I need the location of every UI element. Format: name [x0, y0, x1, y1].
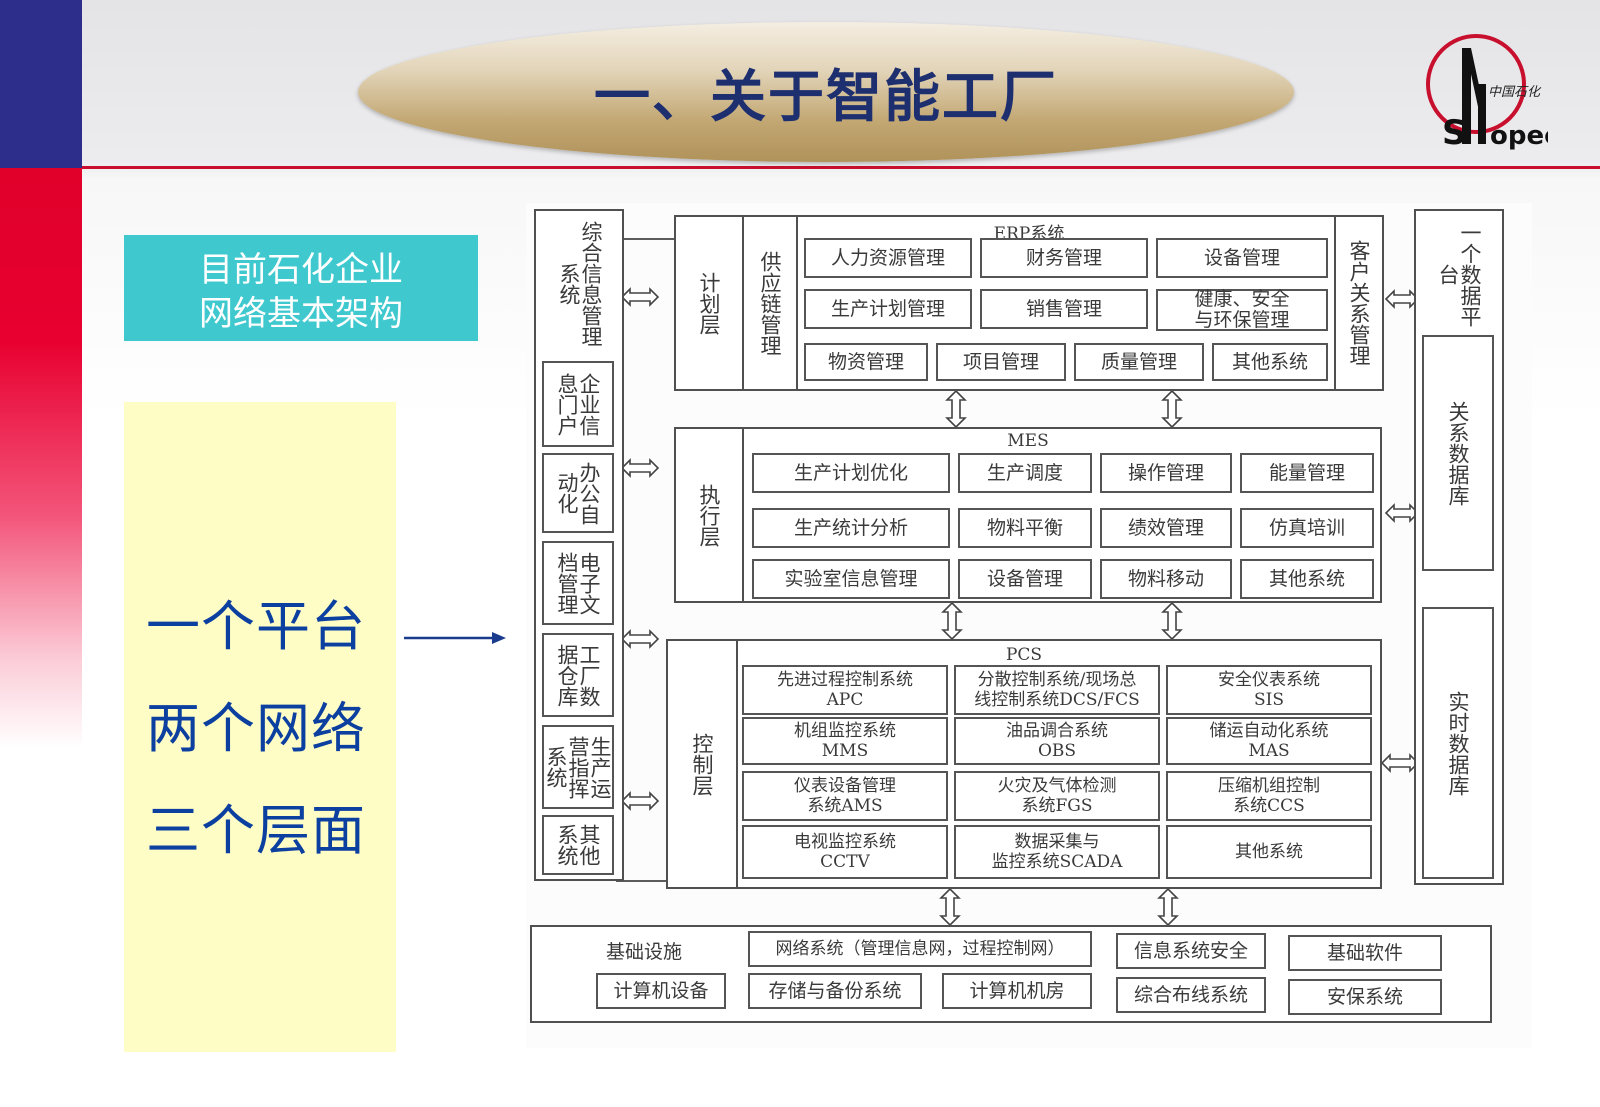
mes-item: 物料平衡 [958, 508, 1092, 548]
title-banner: 一、关于智能工厂 [358, 22, 1294, 162]
summary-item: 三个层面 [146, 799, 366, 862]
vertical-double-arrow [1161, 601, 1183, 641]
mes-item: 生产统计分析 [752, 508, 950, 548]
customer-label: 客户关系管理 [1347, 240, 1371, 366]
pcs-item: 数据采集与 监控系统SCADA [954, 825, 1160, 879]
pointer-arrow [402, 630, 506, 646]
caption-line: 目前石化企业 [199, 250, 403, 290]
architecture-caption: 目前石化企业 网络基本架构 [124, 235, 478, 341]
infrastructure-title: 基础设施 [606, 941, 683, 963]
vertical-double-arrow [941, 601, 963, 641]
horizontal-double-arrow [620, 629, 660, 649]
mes-item: 绩效管理 [1100, 508, 1232, 548]
horizontal-double-arrow [1380, 753, 1420, 773]
vertical-double-arrow [945, 389, 967, 429]
svg-text:中国石化: 中国石化 [1488, 85, 1542, 100]
slide-title: 一、关于智能工厂 [594, 64, 1058, 130]
supply-chain-label: 供应链管理 [758, 250, 782, 356]
horizontal-double-arrow [620, 287, 660, 307]
erp-item: 销售管理 [980, 289, 1148, 329]
infra-item: 安保系统 [1288, 979, 1442, 1015]
control-layer-label: 控制层 [690, 732, 714, 796]
left-item: 其他系统 [542, 815, 614, 875]
realtime-database: 实时数据库 [1422, 607, 1494, 879]
planning-layer-label: 计划层 [697, 271, 721, 335]
pcs-item: 仪表设备管理 系统AMS [742, 771, 948, 821]
infra-item: 基础软件 [1288, 935, 1442, 971]
left-item: 办公自动化 [542, 453, 614, 533]
mes-item: 物料移动 [1100, 559, 1232, 599]
infra-item: 信息系统安全 [1116, 933, 1266, 969]
erp-item: 物资管理 [804, 343, 928, 381]
infra-item: 综合布线系统 [1116, 977, 1266, 1013]
vertical-double-arrow [939, 887, 961, 927]
pcs-item: 火灾及气体检测 系统FGS [954, 771, 1160, 821]
vertical-double-arrow [1161, 389, 1183, 429]
vertical-double-arrow [1157, 887, 1179, 927]
mes-item: 其他系统 [1240, 559, 1374, 599]
left-item: 电子文档管理 [542, 541, 614, 625]
svg-text:opec: opec [1490, 121, 1548, 151]
infra-item: 存储与备份系统 [748, 973, 922, 1009]
mes-item: 生产调度 [958, 453, 1092, 493]
left-column-title-box: 综合信息管理系统 [542, 215, 618, 353]
mes-item: 实验室信息管理 [752, 559, 950, 599]
erp-item: 财务管理 [980, 238, 1148, 278]
erp-item: 其他系统 [1212, 343, 1328, 381]
architecture-diagram: 综合信息管理系统 企业信息门户 办公自动化 电子文档管理 工厂数据仓库 生产运营… [526, 203, 1532, 1048]
summary-item: 一个平台 [146, 595, 366, 658]
mes-item: 能量管理 [1240, 453, 1374, 493]
summary-item: 两个网络 [146, 697, 366, 760]
header-divider [82, 166, 1600, 169]
summary-panel: 一个平台 两个网络 三个层面 [124, 402, 396, 1052]
horizontal-double-arrow [620, 458, 660, 478]
control-layer-cell: 控制层 [666, 639, 738, 889]
infra-item: 计算机设备 [596, 973, 726, 1009]
pcs-item: 压缩机组控制 系统CCS [1166, 771, 1372, 821]
left-column-title: 综合信息管理系统 [557, 221, 603, 347]
mes-item: 操作管理 [1100, 453, 1232, 493]
pcs-item: 先进过程控制系统 APC [742, 665, 948, 715]
pcs-item: 安全仪表系统 SIS [1166, 665, 1372, 715]
mes-item: 生产计划优化 [752, 453, 950, 493]
infra-item: 网络系统（管理信息网，过程控制网） [748, 931, 1092, 967]
right-column-title: 一个数据平台 [1436, 221, 1482, 327]
planning-layer-cell: 计划层 [674, 215, 744, 391]
erp-item: 质量管理 [1074, 343, 1204, 381]
pcs-item: 油品调合系统 OBS [954, 717, 1160, 765]
customer-cell: 客户关系管理 [1334, 215, 1384, 391]
erp-item: 生产计划管理 [804, 289, 972, 329]
erp-item: 设备管理 [1156, 238, 1328, 278]
erp-item: 健康、安全 与环保管理 [1156, 289, 1328, 331]
mes-header: MES [1007, 431, 1049, 451]
sinopec-logo: S opec 中国石化 [1418, 26, 1560, 156]
execution-layer-label: 执行层 [697, 483, 721, 547]
erp-item: 项目管理 [936, 343, 1066, 381]
side-band [0, 168, 82, 748]
erp-item: 人力资源管理 [804, 238, 972, 278]
relational-database: 关系数据库 [1422, 335, 1494, 571]
caption-line: 网络基本架构 [199, 294, 403, 334]
infra-item: 计算机机房 [942, 973, 1092, 1009]
pcs-item: 机组监控系统 MMS [742, 717, 948, 765]
pcs-header: PCS [1005, 645, 1043, 665]
pcs-item: 储运自动化系统 MAS [1166, 717, 1372, 765]
pcs-item: 电视监控系统 CCTV [742, 825, 948, 879]
left-item: 企业信息门户 [542, 361, 614, 447]
mes-item: 设备管理 [958, 559, 1092, 599]
left-item: 工厂数据仓库 [542, 633, 614, 717]
supply-chain-cell: 供应链管理 [742, 215, 798, 391]
header-band [0, 0, 82, 168]
pcs-item: 分散控制系统/现场总 线控制系统DCS/FCS [954, 665, 1160, 715]
execution-layer-cell: 执行层 [674, 427, 744, 603]
pcs-item: 其他系统 [1166, 825, 1372, 879]
horizontal-double-arrow [620, 791, 660, 811]
mes-item: 仿真培训 [1240, 508, 1374, 548]
left-item: 生产运营指挥系统 [542, 725, 614, 809]
